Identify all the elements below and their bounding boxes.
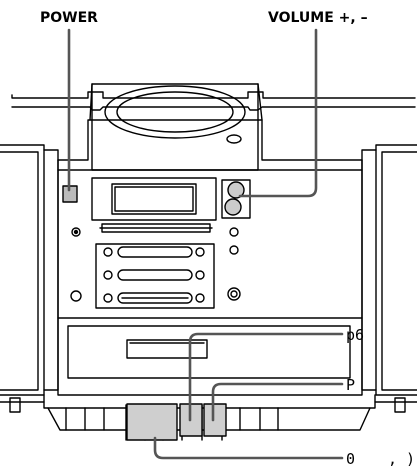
p6-label: p6 — [346, 326, 365, 344]
left-speaker — [0, 144, 59, 396]
paren-label: , ) — [388, 450, 416, 468]
right-speaker — [361, 144, 417, 396]
zero-callout-line — [153, 436, 344, 460]
p6-callout-line — [188, 332, 344, 422]
volume-callout-line — [238, 28, 318, 198]
carry-handle-lower — [11, 106, 416, 111]
display-window — [91, 177, 217, 221]
volume-buttons — [221, 179, 251, 219]
power-label: POWER — [40, 10, 98, 26]
p-label: P — [346, 376, 356, 394]
volume-label: VOLUME +, – — [268, 10, 368, 26]
cd-lid — [89, 83, 263, 171]
zero-label: 0 — [346, 450, 356, 468]
carry-handle — [11, 91, 416, 99]
cassette-keys — [43, 394, 376, 441]
function-buttons — [103, 246, 205, 304]
main-body — [57, 159, 363, 396]
cd-open-button — [226, 134, 242, 144]
cassette-deck — [57, 317, 363, 379]
p-callout-line — [211, 382, 344, 422]
